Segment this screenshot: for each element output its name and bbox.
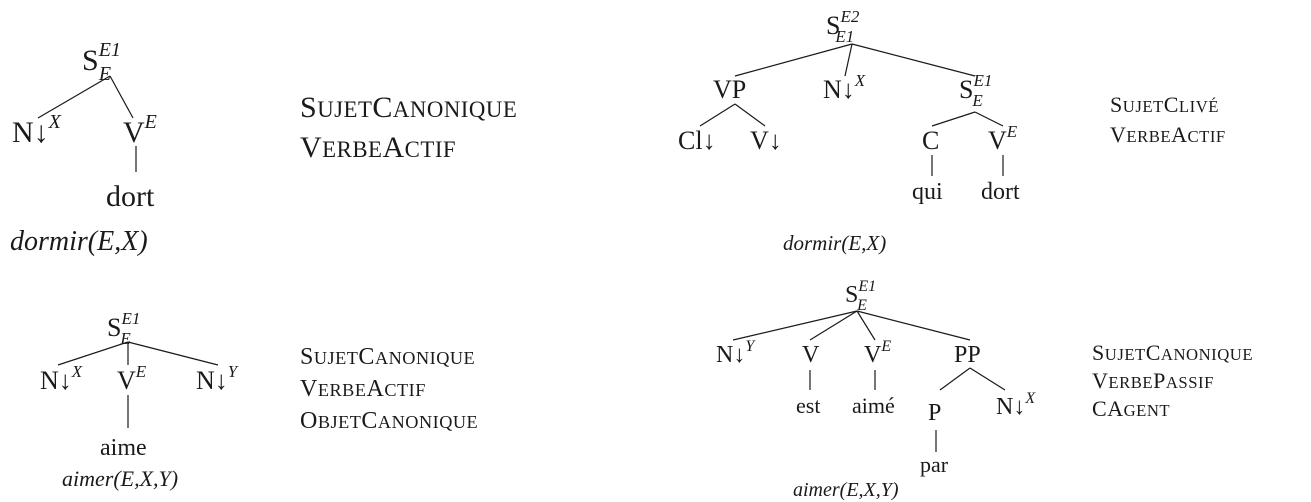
edge-root-s	[851, 43, 976, 77]
class-label-3: OBJETCANONIQUE	[300, 408, 478, 434]
class-label-1: SUJETCANONIQUE	[300, 344, 475, 370]
semantics-label: dormir(E,X)	[10, 226, 148, 257]
node-n1-subst: N↓X	[40, 362, 83, 395]
edge-root-v	[109, 75, 134, 119]
semantics-label: dormir(E,X)	[783, 231, 886, 255]
word-est: est	[796, 393, 820, 418]
node-v-subst: V↓	[750, 126, 782, 155]
node-c: C	[922, 126, 939, 155]
node-pp: PP	[954, 342, 981, 368]
word-qui: qui	[912, 179, 943, 205]
edge-pp-n2	[969, 367, 1006, 391]
edge-root-n1	[732, 310, 858, 341]
node-v-anchor: VE	[864, 338, 891, 368]
node-aux: V	[802, 342, 820, 368]
node-v-anchor: VE	[117, 362, 147, 395]
class-label-1: SUJETCANONIQUE	[1092, 340, 1253, 365]
class-label-2: VERBEACTIF	[300, 131, 456, 164]
anchor-word: aime	[100, 435, 147, 461]
edge-s-v	[974, 111, 1004, 127]
class-label-1: SUJETCANONIQUE	[300, 91, 517, 124]
word-par: par	[920, 452, 949, 477]
node-n-subst: N↓X	[12, 111, 62, 149]
class-label-2: VERBEACTIF	[300, 376, 426, 402]
node-n2-subst: N↓Y	[196, 362, 239, 395]
edge-vp-v	[734, 103, 766, 127]
edge-root-vp	[734, 43, 853, 77]
edge-root-n2	[127, 341, 219, 366]
node-p: P	[928, 400, 941, 426]
node-vp: VP	[713, 75, 746, 104]
edge-root-n1	[57, 341, 129, 366]
class-label-1: SUJETCLIVÉ	[1110, 92, 1219, 117]
edge-pp-p	[939, 367, 971, 391]
edge-root-n	[37, 75, 111, 119]
semantics-label: aimer(E,X,Y)	[793, 479, 899, 501]
class-label-3: CAGENT	[1092, 396, 1170, 421]
anchor-word: dort	[106, 180, 155, 213]
node-cl-subst: Cl↓	[678, 126, 716, 155]
anchor-word: aimé	[852, 393, 895, 418]
node-v-anchor: VE	[123, 111, 157, 149]
edge-s-c	[931, 111, 976, 127]
anchor-word: dort	[981, 179, 1020, 205]
class-label-2: VERBEPASSIF	[1092, 368, 1214, 393]
edge-root-n	[844, 43, 853, 77]
edge-root-aux	[809, 310, 858, 341]
node-v-anchor: VE	[988, 122, 1018, 155]
node-n2-subst: N↓X	[996, 390, 1036, 420]
edge-root-pp	[856, 310, 971, 341]
node-n1-subst: N↓Y	[716, 338, 756, 368]
edge-vp-cl	[699, 103, 736, 127]
node-n-subst: N↓X	[823, 71, 866, 104]
semantics-label: aimer(E,X,Y)	[62, 466, 178, 491]
class-label-2: VERBEACTIF	[1110, 122, 1226, 147]
edge-root-v	[856, 310, 876, 341]
